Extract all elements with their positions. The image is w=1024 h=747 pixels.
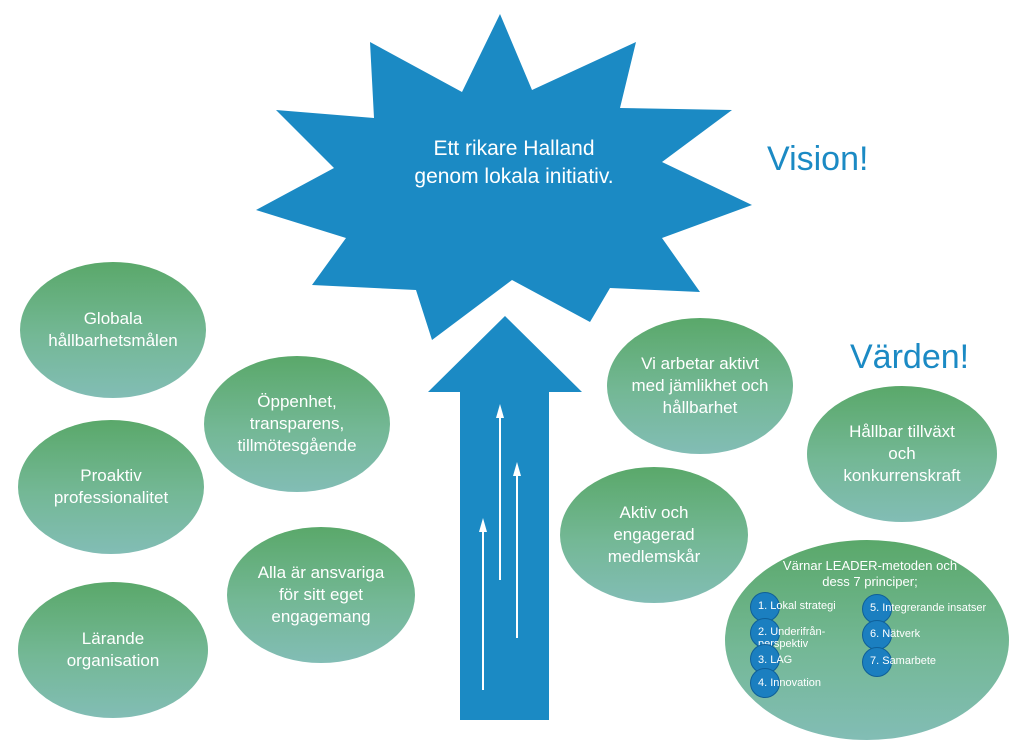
value-oval-openness: Öppenhet, transparens, tillmötesgående xyxy=(204,356,390,492)
principle-label: 6. Nätverk xyxy=(870,628,921,640)
vision-heading: Vision! xyxy=(767,140,869,178)
principle-label: 7. Samarbete xyxy=(870,655,937,667)
leader-title: Värnar LEADER-metoden och dess 7 princip… xyxy=(782,558,958,589)
values-heading: Värden! xyxy=(850,338,970,376)
value-oval-equality: Vi arbetar aktivt med jämlikhet och håll… xyxy=(607,318,793,454)
principle-dot xyxy=(862,594,892,624)
principle-label: 5. Integrerande insatser xyxy=(870,602,987,614)
principle-item: 3. LAG xyxy=(750,644,792,674)
principle-dot xyxy=(750,668,780,698)
principle-label: 3. LAG xyxy=(758,654,793,666)
vision-starburst xyxy=(256,14,752,340)
arrow-head-middle xyxy=(496,404,504,418)
value-oval-engaged-members: Aktiv och engagerad medlemskår xyxy=(560,467,748,603)
principle-item: 5. Integrerande insatser xyxy=(862,594,986,624)
arrow-head-left xyxy=(479,518,487,532)
value-oval-global-goals: Globala hållbarhetsmålen xyxy=(20,262,206,398)
principle-item: 2. Underifrån- perspektiv xyxy=(750,618,825,650)
vision-statement: Ett rikare Halland genom lokala initiati… xyxy=(414,137,614,188)
growth-arrow xyxy=(428,316,582,720)
principle-label: 1. Lokal strategi xyxy=(758,600,836,612)
value-oval-proactive: Proaktiv professionalitet xyxy=(18,420,204,554)
principle-item: 7. Samarbete xyxy=(862,647,936,677)
principle-item: 1. Lokal strategi xyxy=(750,592,836,622)
arrow-lines xyxy=(479,404,521,690)
principle-item: 4. Innovation xyxy=(750,668,821,698)
arrow-head-right xyxy=(513,462,521,476)
value-oval-learning: Lärande organisation xyxy=(18,582,208,718)
principle-dot xyxy=(862,647,892,677)
principle-label: 4. Innovation xyxy=(758,677,821,689)
principle-dot xyxy=(750,592,780,622)
principle-item: 6. Nätverk xyxy=(862,620,920,650)
value-oval-sustainable-growth: Hållbar tillväxt och konkurrenskraft xyxy=(807,386,997,522)
value-oval-responsibility: Alla är ansvariga för sitt eget engagema… xyxy=(227,527,415,663)
